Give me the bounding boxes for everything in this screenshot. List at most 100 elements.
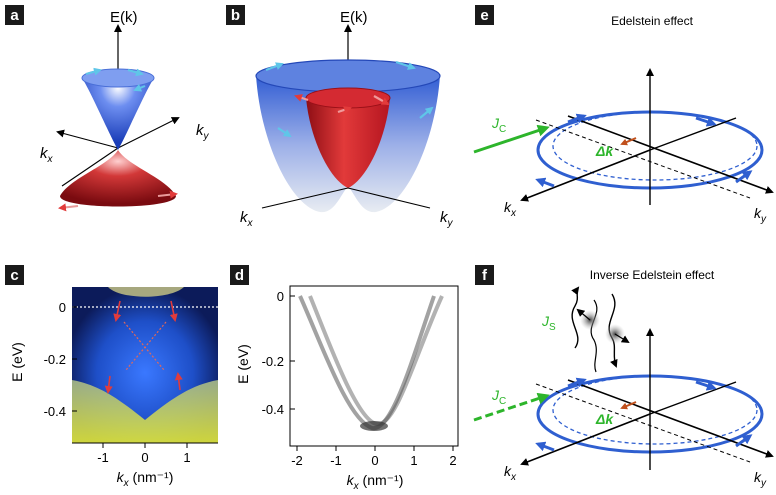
panel-e-delta-k-label: Δk — [595, 143, 614, 159]
panel-c-xtick: 1 — [183, 450, 190, 465]
panel-d-xtick: 0 — [371, 453, 378, 468]
panel-b-energy-label: E(k) — [340, 9, 368, 26]
panel-b-kx-label: kx — [240, 209, 254, 229]
panel-b-spin-arrow — [277, 127, 292, 138]
panel-f-spin-arrow — [535, 441, 555, 452]
panel-f-spin-wave-up — [571, 286, 580, 349]
panel-e-kx-label: kx — [504, 199, 517, 219]
panel-a-kx-axis-back — [61, 147, 119, 187]
panel-c-ytick: -0.2 — [44, 352, 66, 367]
panel-a-energy-label: E(k) — [110, 9, 138, 26]
panel-e-spin-arrow — [735, 170, 753, 184]
panel-d-xtick: 2 — [449, 453, 456, 468]
panel-f-kx-axis — [520, 413, 651, 466]
panel-b-kx-axis — [261, 187, 349, 209]
panel-f: f Inverse Edelstein effect JC Δk JS kx k… — [473, 265, 774, 489]
panel-f-electron-spin-arrow — [576, 308, 591, 321]
panel-e-current-label: JC — [491, 115, 506, 135]
panel-c-spin-arrow — [174, 372, 183, 391]
panel-c-xlabel: kx (nm⁻¹) — [117, 469, 174, 489]
panel-a-ky-axis — [117, 117, 180, 149]
panel-f-kx-axis-back — [649, 381, 737, 415]
panel-d-letter: d — [235, 267, 244, 284]
panel-a-badge — [5, 5, 24, 25]
panel-a-kx-axis — [56, 129, 119, 149]
panel-a-letter: a — [10, 7, 19, 24]
panel-f-spin-arrow — [695, 380, 717, 391]
panel-c: c 0 -0.2 -0.4 E (eV) -1 0 1 kx (nm⁻¹) — [5, 265, 218, 489]
panel-c-badge — [5, 265, 24, 285]
panel-b-outer-rim — [255, 59, 441, 93]
panel-e-ky-label: ky — [754, 205, 767, 225]
panel-d-ylabel: E (eV) — [235, 344, 251, 384]
panel-e-letter: e — [480, 7, 488, 24]
panel-b-spin-arrow — [337, 106, 352, 114]
panel-d-badge — [230, 265, 249, 285]
panel-b-ky-label: ky — [440, 209, 454, 229]
panel-f-letter: f — [482, 267, 488, 284]
panel-d-ytick: 0 — [277, 289, 284, 304]
panel-d-xtick: 1 — [410, 453, 417, 468]
panel-a-kx-label: kx — [40, 145, 54, 165]
panel-c-ylabel: E (eV) — [9, 342, 25, 382]
panel-f-title: Inverse Edelstein effect — [590, 268, 715, 282]
panel-f-inner-fermi-circle — [552, 375, 758, 445]
panel-c-y-axis: 0 -0.2 -0.4 — [44, 300, 77, 419]
panel-f-badge — [475, 265, 494, 285]
panel-d-x-axis: -2 -1 0 1 2 — [291, 446, 457, 468]
panel-d-y-axis: 0 -0.2 -0.4 — [262, 289, 295, 417]
panel-a-ky-label: ky — [196, 122, 210, 142]
panel-c-bulk-conduction — [108, 287, 184, 297]
panel-f-kx-label: kx — [504, 463, 517, 483]
panel-e-spin-arrow — [567, 113, 587, 124]
panel-c-dirac-cone-guide — [123, 321, 167, 371]
panel-c-x-axis: -1 0 1 — [72, 442, 218, 465]
panel-e-spin-arrow — [535, 177, 555, 188]
panel-d: d 0 -0.2 -0.4 E (eV) -2 -1 0 1 2 kx (nm⁻… — [230, 265, 459, 492]
panel-f-spin-arrow — [567, 377, 587, 388]
panel-a: a E(k) kx ky — [5, 5, 210, 212]
panel-f-shift-dashed-line — [535, 383, 751, 463]
panel-f-spin-arrow — [735, 434, 753, 448]
panel-c-xtick: -1 — [97, 450, 109, 465]
panel-a-spin-arrow — [85, 67, 102, 76]
panel-b-spin-arrow — [265, 62, 284, 72]
panel-e-title: Edelstein effect — [611, 14, 693, 28]
panel-c-ytick: 0 — [59, 300, 66, 315]
panel-b-spin-arrow — [373, 95, 390, 105]
panel-c-bulk-valence — [72, 380, 218, 443]
panel-f-current-label: JC — [491, 387, 506, 407]
panel-b-ky-axis — [347, 187, 431, 209]
panel-d-ytick: -0.4 — [262, 402, 284, 417]
panel-c-letter: c — [10, 267, 18, 284]
panel-f-spin-current-label: JS — [541, 313, 556, 333]
panel-d-xlabel: kx (nm⁻¹) — [347, 472, 404, 492]
panel-a-upper-cone — [82, 72, 154, 150]
panel-d-xtick: -1 — [330, 453, 342, 468]
panel-e-spin-arrow — [695, 116, 717, 127]
panel-b: b E(k) kx ky — [226, 5, 454, 229]
panel-e: e Edelstein effect JC Δk kx ky — [473, 5, 774, 225]
panel-b-spin-arrow — [395, 60, 416, 70]
panel-a-spin-arrow — [133, 84, 146, 92]
panel-d-band-bottom — [360, 421, 388, 431]
panel-a-spin-arrow — [157, 190, 178, 199]
panel-a-spin-arrow — [58, 203, 79, 212]
panel-e-inner-fermi-circle — [552, 111, 758, 181]
panel-b-spin-arrow — [419, 106, 434, 119]
panel-b-badge — [226, 5, 245, 25]
panel-e-kx-axis-back — [649, 117, 737, 151]
panel-f-delta-k-arrow — [620, 401, 637, 410]
panel-b-letter: b — [231, 7, 240, 24]
panel-d-xtick: -2 — [291, 453, 303, 468]
panel-c-spin-arrow — [169, 300, 178, 322]
panel-c-spin-arrow — [113, 300, 122, 322]
panel-e-current-arrow — [473, 124, 550, 154]
panel-c-spin-arrow — [104, 375, 113, 394]
panel-e-badge — [475, 5, 494, 25]
panel-e-shift-dashed-line — [535, 119, 751, 199]
panel-f-current-arrow — [473, 392, 550, 422]
panel-d-ytick: -0.2 — [262, 354, 284, 369]
panel-e-delta-k-arrow — [620, 137, 637, 146]
